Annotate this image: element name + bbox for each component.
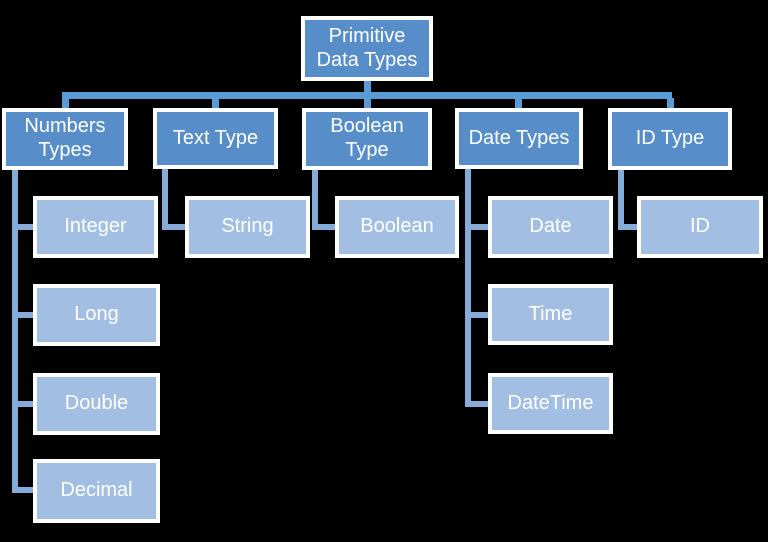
connector-text-to-string	[162, 224, 189, 230]
node-string: String	[185, 196, 310, 258]
node-id: ID	[637, 196, 763, 258]
connector-date-to-datetime	[465, 401, 492, 407]
connector-date-to-date	[465, 224, 492, 230]
connector-stub-date-types	[515, 98, 522, 109]
node-id-type: ID Type	[608, 108, 732, 170]
node-boolean: Boolean	[335, 196, 459, 258]
connector-numbers-to-long	[12, 312, 37, 318]
connector-numbers-to-decimal	[12, 487, 37, 493]
node-double: Double	[33, 373, 160, 435]
connector-stub-id-type	[667, 98, 674, 109]
node-numbers-types: Numbers Types	[2, 108, 128, 170]
node-long: Long	[33, 284, 160, 346]
node-decimal: Decimal	[33, 459, 160, 523]
connector-text-vertical	[162, 168, 168, 230]
connector-date-vertical	[465, 168, 471, 407]
connector-numbers-to-double	[12, 401, 37, 407]
connector-boolean-vertical	[312, 168, 318, 230]
node-boolean-type: Boolean Type	[302, 108, 432, 170]
node-primitive-data-types: Primitive Data Types	[301, 16, 433, 81]
node-datetime: DateTime	[488, 373, 613, 434]
connector-root-stub	[364, 80, 371, 93]
connector-main-horizontal	[62, 92, 672, 99]
node-time: Time	[488, 284, 613, 345]
node-text-type: Text Type	[153, 108, 278, 169]
connector-id-to-id	[618, 224, 641, 230]
node-integer: Integer	[33, 196, 158, 258]
connector-id-vertical	[618, 168, 624, 230]
connector-stub-boolean-type	[364, 98, 371, 109]
connector-numbers-to-integer	[12, 224, 37, 230]
connector-date-to-time	[465, 312, 492, 318]
connector-stub-numbers-types	[62, 98, 69, 109]
connector-numbers-vertical	[12, 168, 18, 493]
node-date: Date	[488, 196, 613, 258]
connector-boolean-to-boolean	[312, 224, 339, 230]
connector-stub-text-type	[212, 98, 219, 109]
node-date-types: Date Types	[455, 108, 583, 169]
